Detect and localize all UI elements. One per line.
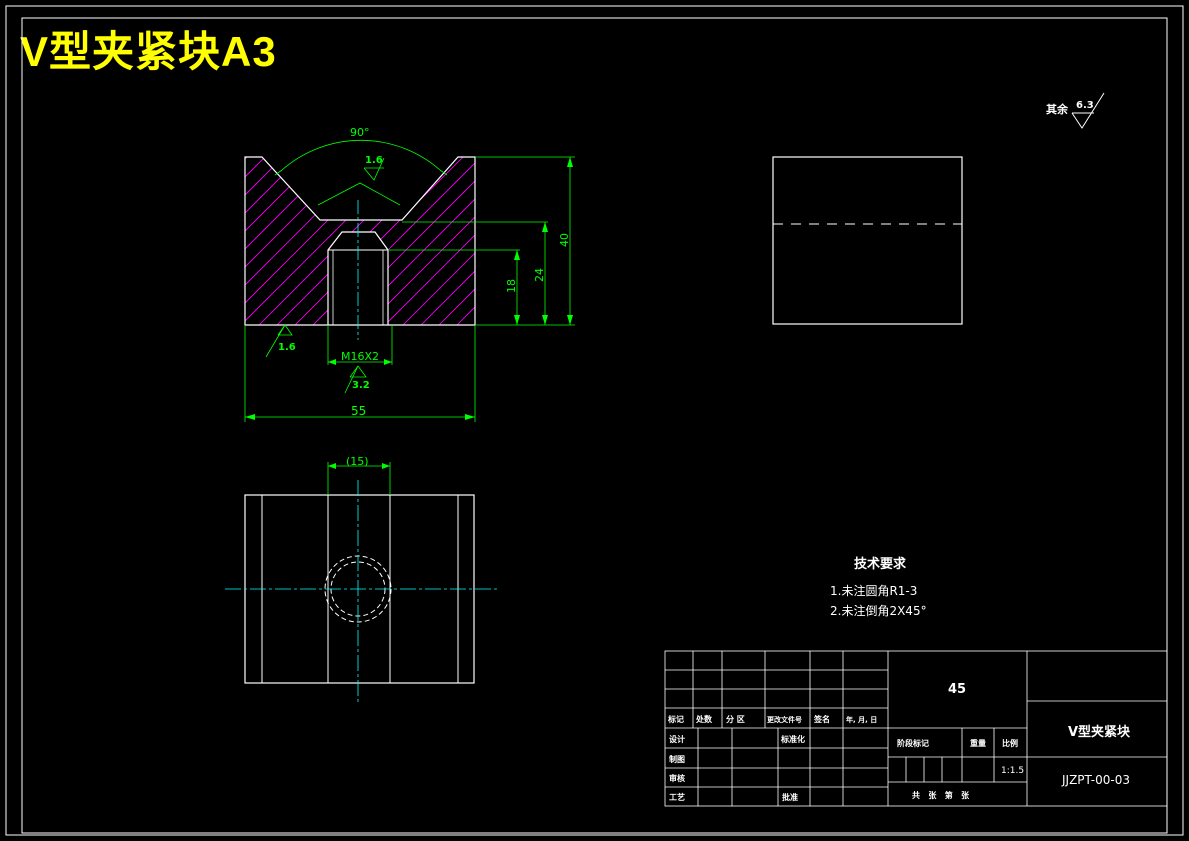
height-40-dim: 40 — [558, 233, 571, 247]
tb-ratio: 比例 — [1002, 738, 1018, 748]
height-24-dim: 24 — [533, 268, 546, 282]
tb-sheets: 共 张 第 张 — [912, 790, 970, 800]
tb-check: 审核 — [669, 773, 685, 783]
tech-requirements: 技术要求 1.未注圆角R1-3 2.未注倒角2X45° — [830, 556, 927, 618]
tb-material: 45 — [948, 682, 966, 697]
outer-border — [5, 5, 1184, 836]
top-view: (15) — [225, 455, 500, 705]
thread-dim: M16X2 — [341, 350, 379, 363]
tb-design: 设计 — [669, 734, 685, 744]
roughness-vgroove: 1.6 — [365, 155, 383, 166]
tech-item-2: 2.未注倒角2X45° — [830, 603, 927, 618]
tb-drawing-no: JJZPT-00-03 — [1061, 773, 1130, 787]
tb-part-name: V型夹紧块 — [1068, 724, 1131, 740]
title-block-text: 标记 处数 分 区 更改文件号 签名 年, 月, 日 设计 标准化 制图 审核 … — [667, 714, 1018, 802]
inner-border — [21, 17, 1168, 834]
tb-label-count: 处数 — [695, 714, 713, 724]
rest-label: 其余 — [1046, 102, 1069, 116]
tb-stage-mark: 阶段标记 — [897, 738, 929, 748]
tb-standardize: 标准化 — [780, 734, 805, 744]
side-view — [772, 156, 963, 325]
angle-dim: 90° — [350, 126, 370, 139]
slot-dim: (15) — [346, 455, 369, 468]
roughness-hole: 3.2 — [352, 380, 370, 391]
tb-label-change-doc: 更改文件号 — [767, 715, 802, 724]
tb-draw: 制图 — [669, 754, 685, 764]
tb-process: 工艺 — [669, 792, 685, 802]
tb-label-zone: 分 区 — [726, 714, 745, 724]
drawing-title: V型夹紧块A3 — [20, 28, 277, 75]
rest-value: 6.3 — [1076, 100, 1094, 111]
title-block — [664, 650, 1168, 807]
roughness-left: 1.6 — [278, 342, 296, 353]
width-dim: 55 — [351, 404, 366, 418]
tech-heading: 技术要求 — [854, 556, 907, 572]
tech-item-1: 1.未注圆角R1-3 — [830, 583, 917, 598]
tb-label-mark: 标记 — [667, 714, 684, 724]
tb-scale: 1:1.5 — [1001, 766, 1024, 776]
tb-weight: 重量 — [970, 738, 986, 748]
tb-label-date: 年, 月, 日 — [846, 715, 877, 724]
height-18-dim: 18 — [505, 279, 518, 293]
front-view: 90° 55 M16X2 40 24 18 1.6 1.6 3.2 — [244, 126, 575, 422]
tb-label-sign: 签名 — [813, 714, 830, 724]
tb-approve: 批准 — [782, 792, 798, 802]
rest-roughness: 其余 6.3 — [1046, 92, 1105, 129]
